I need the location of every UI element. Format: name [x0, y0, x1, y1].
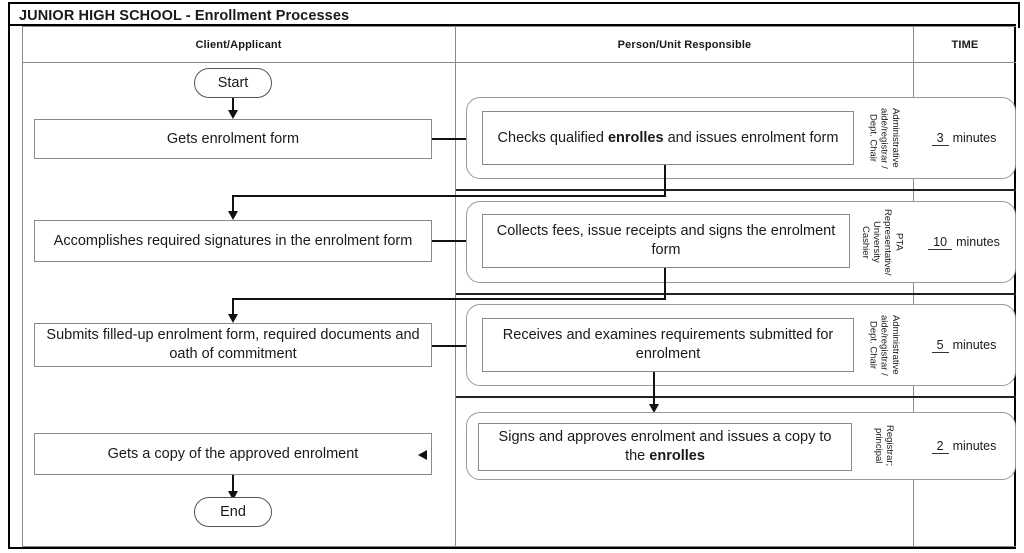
table-top-border: [22, 26, 1016, 27]
person-step-1-post: and issues enrolment form: [663, 129, 839, 146]
client-step-4-label: Gets a copy of the approved enrolment: [107, 445, 359, 462]
person-step-1-bold: enrolles: [607, 129, 664, 146]
column-header-client: Client/Applicant: [195, 39, 282, 51]
person-step-4: Signs and approves enrolment and issues …: [478, 423, 852, 471]
role-label-3: Administrative aide/registrar / Dept. Ch…: [867, 314, 901, 376]
client-step-3-label: Submits filled-up enrolment form, requir…: [46, 327, 420, 362]
time-value-1: 3: [931, 131, 949, 146]
person-step-4-label: Signs and approves enrolment and issues …: [491, 428, 839, 466]
client-step-2-label: Accomplishes required signatures in the …: [53, 232, 413, 249]
arrowhead-start-to-row1: [228, 110, 238, 119]
connector-row2-to-row3: [232, 298, 234, 316]
row-divider-1: [456, 189, 1016, 191]
person-step-1: Checks qualified enrolles and issues enr…: [482, 111, 854, 165]
person-step-4-pre: Signs and approves enrolment and issues …: [498, 429, 832, 464]
row-divider-2: [456, 293, 1016, 295]
time-value-3: 5: [931, 338, 949, 353]
person-step-3-pre: Receives and examines requirements submi…: [502, 327, 834, 362]
connector-row1-down: [664, 165, 666, 197]
arrowhead-row1-to-row2: [228, 211, 238, 220]
column-separator-client-person: [455, 26, 456, 547]
arrowhead-row4-right-to-left: [418, 450, 427, 460]
time-unit-3: minutes: [952, 338, 997, 352]
column-header-time: TIME: [951, 39, 979, 51]
person-step-2: Collects fees, issue receipts and signs …: [482, 214, 850, 268]
client-step-1: Gets enrolment form: [34, 119, 432, 159]
person-step-3-label: Receives and examines requirements submi…: [495, 326, 841, 364]
column-separator-person-time: [913, 26, 914, 547]
table-left-border: [22, 26, 23, 547]
person-step-1-label: Checks qualified enrolles and issues enr…: [498, 129, 839, 148]
time-unit-2: minutes: [956, 235, 1000, 249]
client-step-4: Gets a copy of the approved enrolment: [34, 433, 432, 475]
arrowhead-row3-to-row4: [649, 404, 659, 413]
title-bar: JUNIOR HIGH SCHOOL - Enrollment Processe…: [8, 2, 1020, 28]
start-label: Start: [217, 75, 249, 91]
person-step-2-label: Collects fees, issue receipts and signs …: [495, 222, 837, 260]
person-step-2-pre: Collects fees, issue receipts and signs …: [496, 223, 836, 258]
connector-row1-left-to-right: [432, 138, 472, 140]
role-label-4: Registrar; principal: [873, 425, 896, 467]
time-value-2: 10: [928, 235, 953, 250]
header-separator: [22, 62, 1016, 63]
connector-row1-to-row2: [232, 195, 234, 213]
column-header-person: Person/Unit Responsible: [617, 39, 752, 51]
role-label-1: Administrative aide/registrar / Dept. Ch…: [867, 107, 901, 169]
connector-row4-to-end: [232, 475, 234, 493]
page-title: JUNIOR HIGH SCHOOL - Enrollment Processe…: [19, 8, 350, 24]
role-label-2: PTA Representative/ University Cashier: [859, 208, 905, 276]
client-step-1-label: Gets enrolment form: [166, 130, 300, 147]
connector-row3-to-row4: [653, 372, 655, 406]
connector-row2-left-to-right: [432, 240, 472, 242]
arrowhead-row2-to-row3: [228, 314, 238, 323]
arrowhead-row4-to-end: [228, 491, 238, 500]
connector-row2-down: [664, 268, 666, 300]
client-step-2: Accomplishes required signatures in the …: [34, 220, 432, 262]
table-bottom-border: [22, 546, 1016, 547]
person-step-4-bold: enrolles: [649, 448, 705, 464]
connector-row3-left-to-right: [432, 345, 472, 347]
person-step-1-pre: Checks qualified: [497, 129, 608, 146]
connector-row1-across: [232, 195, 666, 197]
row-divider-3: [456, 396, 1016, 398]
time-unit-4: minutes: [952, 439, 997, 453]
person-step-3: Receives and examines requirements submi…: [482, 318, 854, 372]
time-value-4: 2: [931, 439, 949, 454]
end-label: End: [220, 504, 246, 520]
time-unit-1: minutes: [952, 131, 997, 145]
start-terminator: Start: [194, 68, 272, 98]
client-step-3: Submits filled-up enrolment form, requir…: [34, 323, 432, 367]
end-terminator: End: [194, 497, 272, 527]
connector-start-to-row1: [232, 98, 234, 112]
connector-row2-across: [232, 298, 666, 300]
